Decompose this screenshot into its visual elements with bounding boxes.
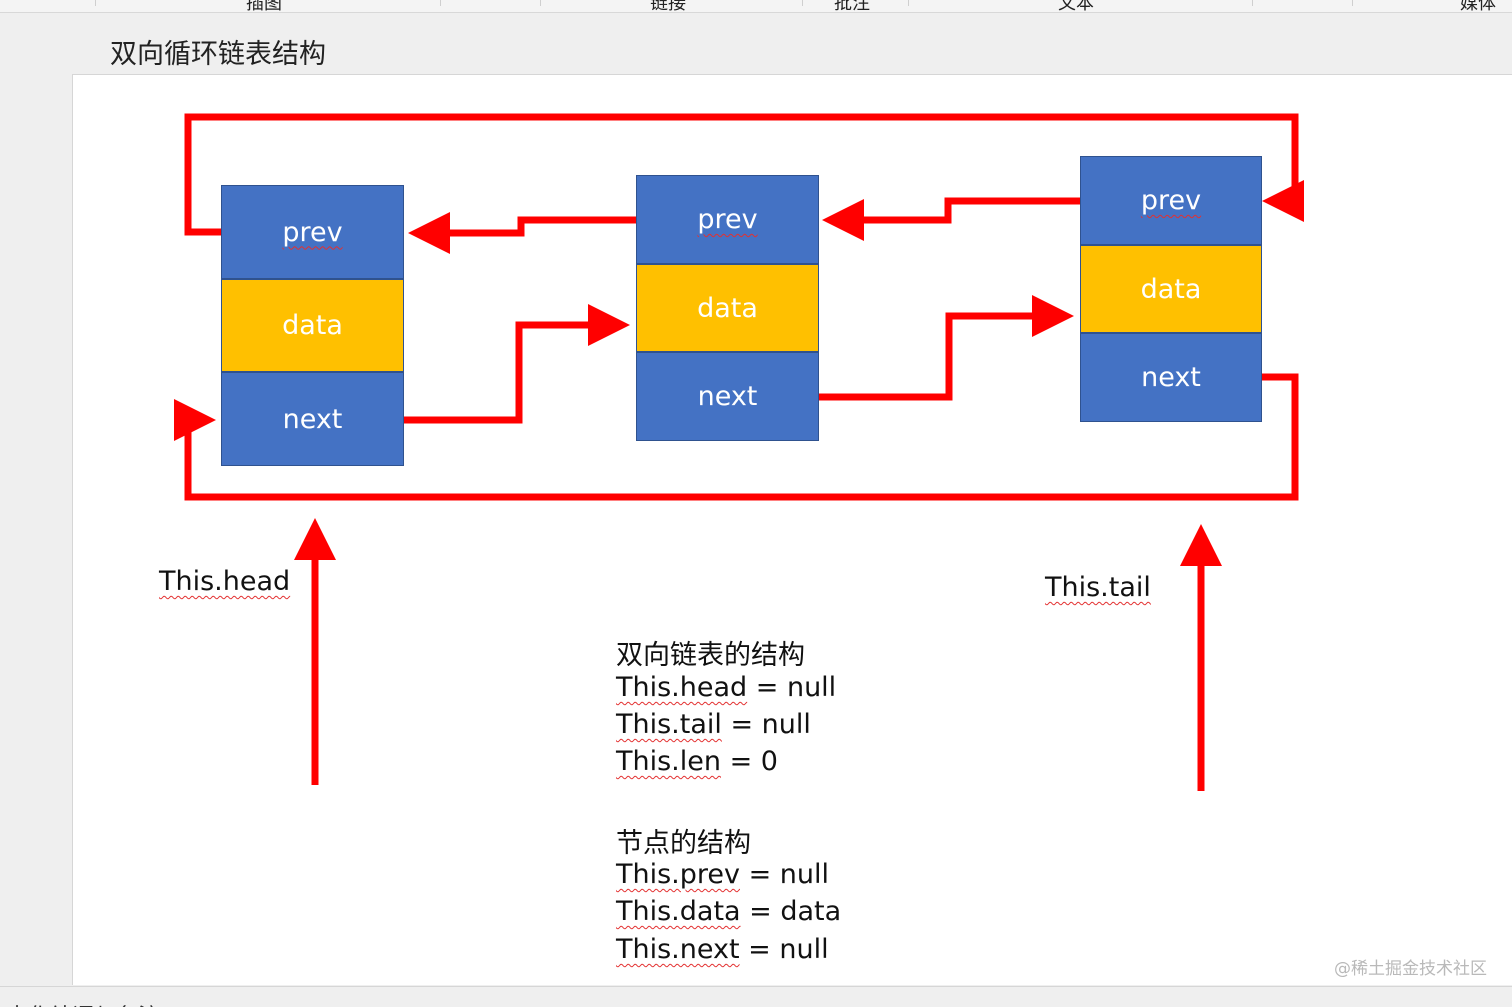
arrow-tail-next-to-head: [174, 373, 1299, 501]
ribbon-tab-media[interactable]: 媒体: [1460, 0, 1496, 13]
head-label: This.head: [159, 566, 291, 597]
node-data-label: data: [697, 292, 758, 324]
ribbon-separator: [540, 0, 541, 6]
node-prev-cell[interactable]: prev: [636, 175, 819, 264]
ribbon-separator: [1252, 0, 1253, 6]
list-line: This.prev = null: [616, 859, 829, 890]
node-prev-cell[interactable]: prev: [221, 185, 404, 279]
field-name: This.data: [616, 896, 741, 927]
node-data-cell[interactable]: data: [636, 264, 819, 352]
arrow-head-prev-to-tail: [184, 113, 1304, 236]
section-title: 双向循环链表结构: [110, 39, 326, 70]
node-prev-cell[interactable]: prev: [1080, 156, 1262, 245]
arrow-node2-next-to-node3: [818, 295, 1074, 401]
ribbon-tab-illustrations[interactable]: 插图: [246, 0, 282, 13]
list-structure-heading: 双向链表的结构: [616, 640, 805, 671]
ribbon-separator: [1352, 0, 1353, 6]
node-data-cell[interactable]: data: [1080, 245, 1262, 333]
field-name: This.len: [616, 746, 721, 777]
node-next-label: next: [697, 381, 758, 412]
arrow-node1-next-to-node2: [403, 304, 630, 424]
slide-canvas[interactable]: prev data next prev data next prev data …: [72, 74, 1512, 985]
node-structure-heading: 节点的结构: [616, 828, 751, 859]
ribbon-separator: [440, 0, 441, 6]
node-prev-label: prev: [282, 216, 343, 248]
field-value: = data: [740, 896, 842, 927]
node-next-cell[interactable]: next: [636, 352, 819, 441]
field-value: = null: [747, 672, 837, 703]
node-next-label: next: [282, 403, 343, 435]
list-line: This.tail = null: [616, 709, 811, 740]
ribbon-tab-comment[interactable]: 批注: [834, 0, 870, 13]
ribbon-tab-link[interactable]: 链接: [650, 0, 686, 13]
ribbon-strip: 插图 链接 批注 文本 媒体: [0, 0, 1512, 13]
bottom-strip: 大化结语与备注: [0, 986, 1512, 1007]
node-data-label: data: [1140, 273, 1202, 305]
ribbon-separator: [95, 0, 96, 6]
tail-label: This.tail: [1045, 572, 1151, 603]
field-name: This.head: [616, 672, 748, 703]
list-line: This.head = null: [616, 672, 836, 703]
field-value: = null: [740, 859, 830, 890]
node-next-cell[interactable]: next: [221, 372, 404, 466]
node-data-cell[interactable]: data: [221, 279, 404, 372]
node-prev-label: prev: [697, 204, 758, 235]
list-line: This.data = data: [616, 896, 841, 927]
watermark: @稀土掘金技术社区: [1334, 959, 1487, 979]
field-name: This.tail: [616, 709, 722, 740]
ribbon-separator: [802, 0, 803, 6]
field-value: = 0: [720, 746, 778, 777]
field-value: = null: [721, 709, 811, 740]
list-line: This.len = 0: [616, 746, 778, 777]
field-name: This.next: [616, 934, 740, 965]
field-value: = null: [739, 934, 829, 965]
arrow-node3-prev-to-node2: [822, 197, 1080, 241]
ribbon-tab-text[interactable]: 文本: [1058, 0, 1094, 13]
node-data-label: data: [282, 310, 343, 341]
node-prev-label: prev: [1140, 185, 1202, 216]
ribbon-separator: [908, 0, 909, 6]
field-name: This.prev: [616, 859, 740, 890]
node-next-label: next: [1141, 362, 1201, 393]
arrow-node2-prev-to-node1: [408, 212, 636, 254]
list-line: This.next = null: [616, 934, 829, 965]
arrow-layer: [174, 113, 1304, 791]
node-next-cell[interactable]: next: [1080, 333, 1262, 422]
